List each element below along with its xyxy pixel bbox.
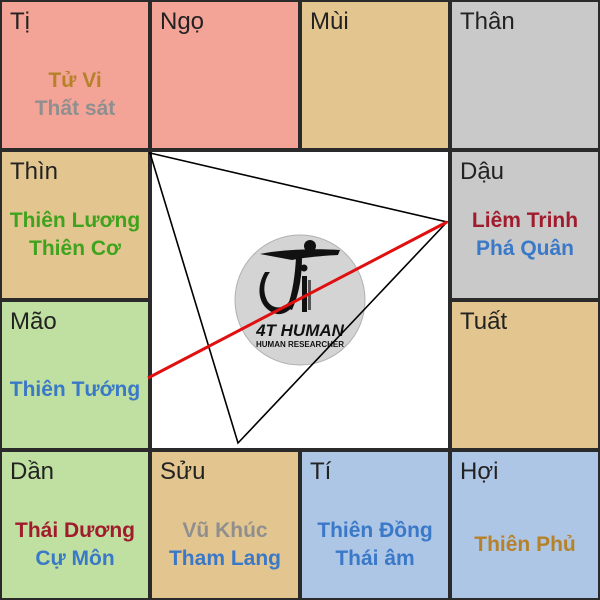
palace-ti-top: Tị Tử Vi Thất sát (2, 2, 148, 148)
logo-tagline: HUMAN RESEARCHER (256, 340, 344, 349)
star-label: Cự Môn (35, 547, 115, 570)
palace-name: Mão (10, 308, 57, 335)
palace-ngo: Ngọ (152, 2, 298, 148)
palace-stars: Vũ Khúc Tham Lang (152, 492, 298, 598)
center-area: 4T HUMAN HUMAN RESEARCHER (152, 152, 448, 448)
star-label: Phá Quân (475, 237, 575, 260)
palace-name: Thìn (10, 158, 59, 185)
palace-suu: Sửu Vũ Khúc Tham Lang (152, 452, 298, 598)
palace-name: Sửu (160, 458, 206, 485)
star-label: Tham Lang (168, 547, 281, 570)
palace-name: Hợi (460, 458, 499, 485)
palace-dau: Dậu Liêm Trinh Phá Quân (452, 152, 598, 298)
palace-name: Thân (460, 8, 515, 35)
star-label: Thiên Tướng (9, 378, 141, 401)
palace-name: Tị (10, 8, 30, 35)
palace-stars: Thiên Đồng Thái âm (302, 492, 448, 598)
star-label: Thiên Cơ (29, 237, 121, 260)
palace-stars: Thiên Lương Thiên Cơ (2, 188, 148, 282)
palace-stars: Thiên Tướng (2, 342, 148, 438)
palace-stars: Thiên Phủ (452, 492, 598, 598)
palace-thin: Thìn Thiên Lương Thiên Cơ (2, 152, 148, 298)
logo: 4T HUMAN HUMAN RESEARCHER (234, 234, 366, 366)
palace-dan: Dần Thái Dương Cự Môn (2, 452, 148, 598)
palace-name: Dần (10, 458, 55, 485)
palace-name: Ngọ (160, 8, 205, 35)
palace-name: Dậu (460, 158, 505, 185)
palace-stars: Tử Vi Thất sát (2, 42, 148, 148)
palace-stars: Liêm Trinh Phá Quân (452, 188, 598, 282)
palace-hoi: Hợi Thiên Phủ (452, 452, 598, 598)
star-label: Tử Vi (48, 69, 102, 92)
star-label: Thiên Đồng (317, 519, 433, 542)
star-label: Liêm Trinh (471, 209, 579, 232)
star-label: Thái âm (335, 547, 415, 570)
palace-name: Mùi (310, 8, 349, 35)
logo-brand: 4T HUMAN (255, 321, 345, 340)
palace-stars: Thái Dương Cự Môn (2, 492, 148, 598)
star-label: Vũ Khúc (182, 519, 268, 542)
palace-name: Tí (310, 458, 332, 485)
star-label: Thiên Phủ (474, 533, 576, 556)
palace-ti-bottom: Tí Thiên Đồng Thái âm (302, 452, 448, 598)
palace-tuat: Tuất (452, 302, 598, 448)
star-label: Thái Dương (15, 519, 135, 542)
palace-than: Thân (452, 2, 598, 148)
star-label: Thiên Lương (9, 209, 141, 232)
palace-mao: Mão Thiên Tướng (2, 302, 148, 448)
palace-mui: Mùi (302, 2, 448, 148)
star-label: Thất sát (34, 97, 116, 120)
palace-name: Tuất (460, 308, 508, 335)
